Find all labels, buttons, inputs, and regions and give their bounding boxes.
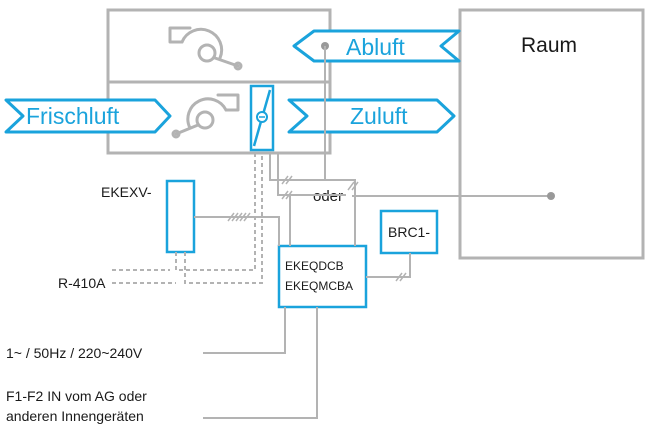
f1f2-label-line1: F1-F2 IN vom AG oder bbox=[6, 388, 147, 404]
damper-icon bbox=[249, 84, 275, 152]
frischluft-label: Frischluft bbox=[26, 103, 120, 129]
brc1-label: BRC1- bbox=[388, 224, 430, 240]
room-label: Raum bbox=[521, 34, 577, 57]
arrow-icon bbox=[292, 29, 461, 63]
ekexv-label: EKEXV- bbox=[101, 184, 152, 200]
refrigerant-piping bbox=[112, 153, 263, 284]
control-box bbox=[277, 244, 368, 309]
r410a-label: R-410A bbox=[58, 275, 106, 291]
oder-label: oder bbox=[313, 188, 343, 205]
fan-icon bbox=[171, 93, 240, 139]
room-box bbox=[458, 8, 645, 260]
ekeqmcba-label: EKEQMCBA bbox=[285, 279, 353, 293]
abluft-label: Abluft bbox=[346, 34, 405, 60]
ekeqdcb-label: EKEQDCB bbox=[285, 259, 344, 273]
wiring bbox=[194, 153, 411, 419]
arrow-icon bbox=[287, 98, 456, 134]
ekexv-box bbox=[165, 179, 196, 254]
arrow-icon bbox=[4, 98, 172, 134]
f1f2-label-line2: anderen Innengeräten bbox=[6, 408, 144, 424]
fan-icon bbox=[168, 26, 243, 71]
zuluft-label: Zuluft bbox=[350, 103, 408, 129]
power-label: 1~ / 50Hz / 220~240V bbox=[6, 345, 143, 361]
cable-marks bbox=[227, 175, 407, 282]
room-sensor-point bbox=[547, 192, 555, 200]
